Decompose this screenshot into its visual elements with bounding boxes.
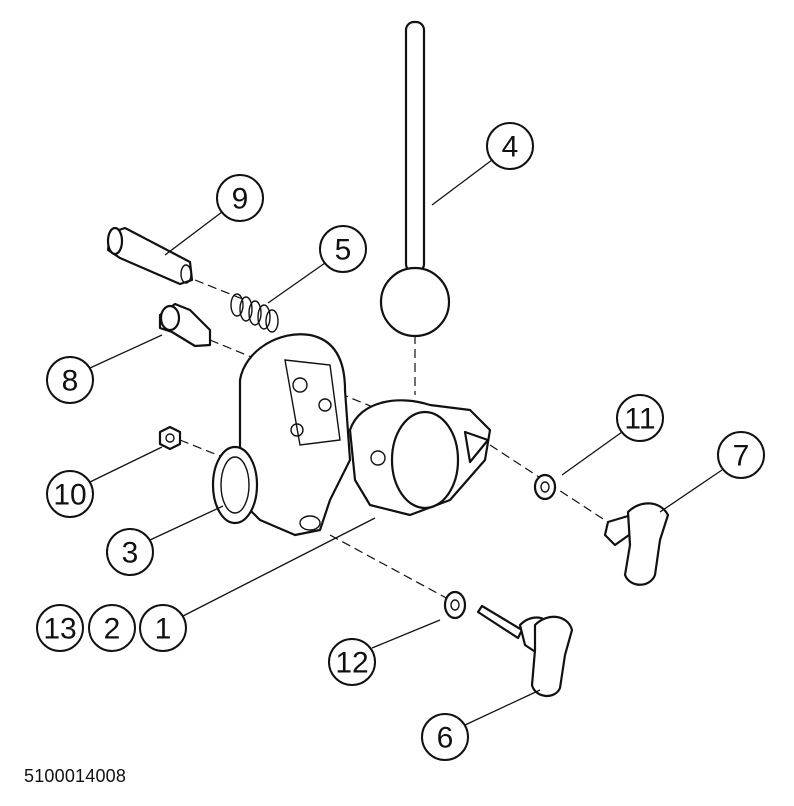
callout-label: 13 (43, 613, 76, 646)
callout-label: 3 (122, 537, 139, 570)
callout-11: 11 (616, 394, 664, 442)
callout-1: 1 (139, 604, 187, 652)
callout-3: 3 (106, 528, 154, 576)
callout-label: 9 (232, 183, 249, 216)
tube-clamp-body-part (211, 333, 352, 537)
callout-label: 12 (335, 647, 368, 680)
callout-6: 6 (421, 713, 469, 761)
callout-label: 1 (155, 613, 172, 646)
wing-knob-7-part (603, 502, 670, 586)
bolt-8-part (158, 302, 212, 348)
callout-5: 5 (319, 225, 367, 273)
callout-label: 10 (53, 479, 86, 512)
callout-7: 7 (717, 431, 765, 479)
callout-label: 7 (733, 440, 750, 473)
ball-clamp-part (348, 399, 492, 517)
callout-2: 2 (88, 604, 136, 652)
bolt-9-part (106, 226, 194, 286)
callout-label: 5 (335, 234, 352, 267)
callout-label: 8 (62, 365, 79, 398)
nut-10-part (158, 425, 182, 451)
washer-11-part (533, 473, 557, 501)
callout-13: 13 (36, 604, 84, 652)
callout-label: 2 (104, 613, 121, 646)
callout-8: 8 (46, 356, 94, 404)
callout-9: 9 (216, 174, 264, 222)
callout-label: 4 (502, 131, 519, 164)
callout-label: 6 (437, 722, 454, 755)
leader-lines (89, 159, 723, 726)
spring-5-part (230, 293, 279, 333)
callout-10: 10 (46, 470, 94, 518)
washer-12-part (443, 590, 467, 620)
document-id: 5100014008 (24, 766, 127, 786)
callout-4: 4 (486, 122, 534, 170)
rod-with-ball-part (379, 20, 451, 338)
callout-label: 11 (624, 403, 655, 436)
callout-12: 12 (328, 638, 376, 686)
wing-knob-6-part (476, 604, 574, 697)
